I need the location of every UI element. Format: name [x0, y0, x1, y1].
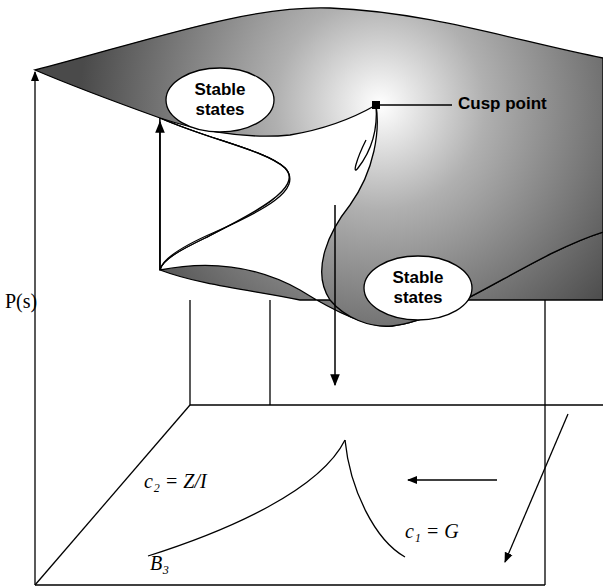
- axis-label: c₂ = Z/I: [144, 470, 207, 493]
- axis-label: c₁ = G: [405, 520, 459, 543]
- ellipse-outline: [363, 255, 473, 321]
- state-label: Stable states: [185, 80, 255, 121]
- axis-label: B₃: [150, 552, 169, 575]
- state-label: Stable states: [383, 268, 453, 309]
- ellipse-outline: [165, 67, 275, 133]
- axis-label: P(s): [5, 290, 37, 313]
- axis-label: Cusp point: [458, 94, 547, 114]
- state-ellipse: Stable states: [363, 255, 473, 321]
- state-ellipse: Stable states: [165, 67, 275, 133]
